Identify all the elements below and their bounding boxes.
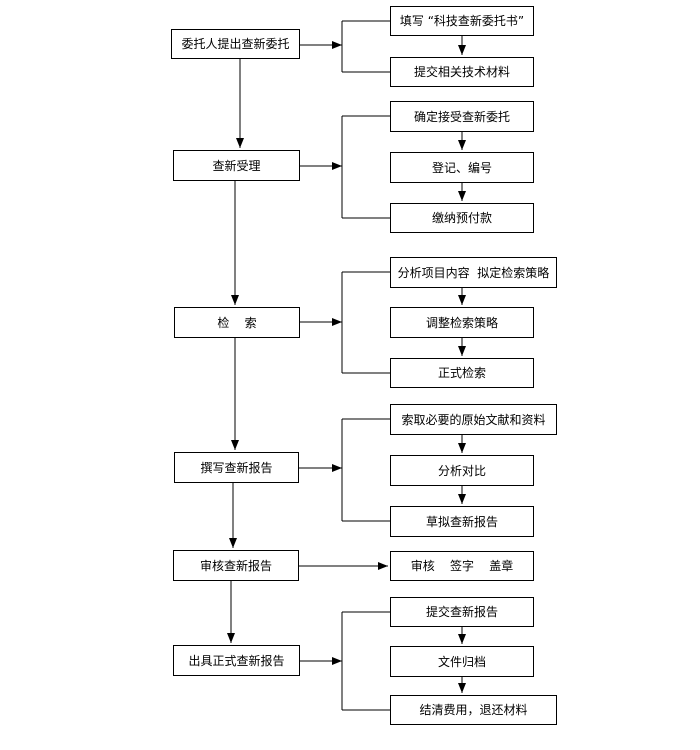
substep-archive: 文件归档 — [390, 646, 534, 677]
substep-submit-report: 提交查新报告 — [390, 597, 534, 627]
substep-fill-form: 填写 “科技查新委托书” — [390, 6, 534, 36]
substep-settle-return: 结清费用，退还材料 — [390, 695, 557, 725]
substep-submit-materials: 提交相关技术材料 — [390, 57, 534, 87]
substep-prepayment: 缴纳预付款 — [390, 203, 534, 233]
step-acceptance: 查新受理 — [173, 150, 300, 181]
substep-analyze-strategy: 分析项目内容 拟定检索策略 — [390, 257, 557, 288]
substep-draft-report: 草拟查新报告 — [390, 506, 534, 537]
substep-compare: 分析对比 — [390, 455, 534, 486]
step-write-report: 撰写查新报告 — [174, 452, 299, 483]
substep-review-sign-seal: 审核 签字 盖章 — [390, 551, 534, 581]
step-review-report: 审核查新报告 — [173, 550, 299, 581]
substep-confirm-acceptance: 确定接受查新委托 — [390, 101, 534, 132]
step-commission: 委托人提出查新委托 — [171, 29, 300, 59]
step-issue-report: 出具正式查新报告 — [173, 645, 300, 676]
step-search: 检 索 — [174, 307, 300, 338]
substep-register-number: 登记、编号 — [390, 152, 534, 183]
substep-formal-search: 正式检索 — [390, 358, 534, 388]
substep-adjust-strategy: 调整检索策略 — [390, 307, 534, 338]
substep-obtain-literature: 索取必要的原始文献和资料 — [390, 404, 557, 435]
